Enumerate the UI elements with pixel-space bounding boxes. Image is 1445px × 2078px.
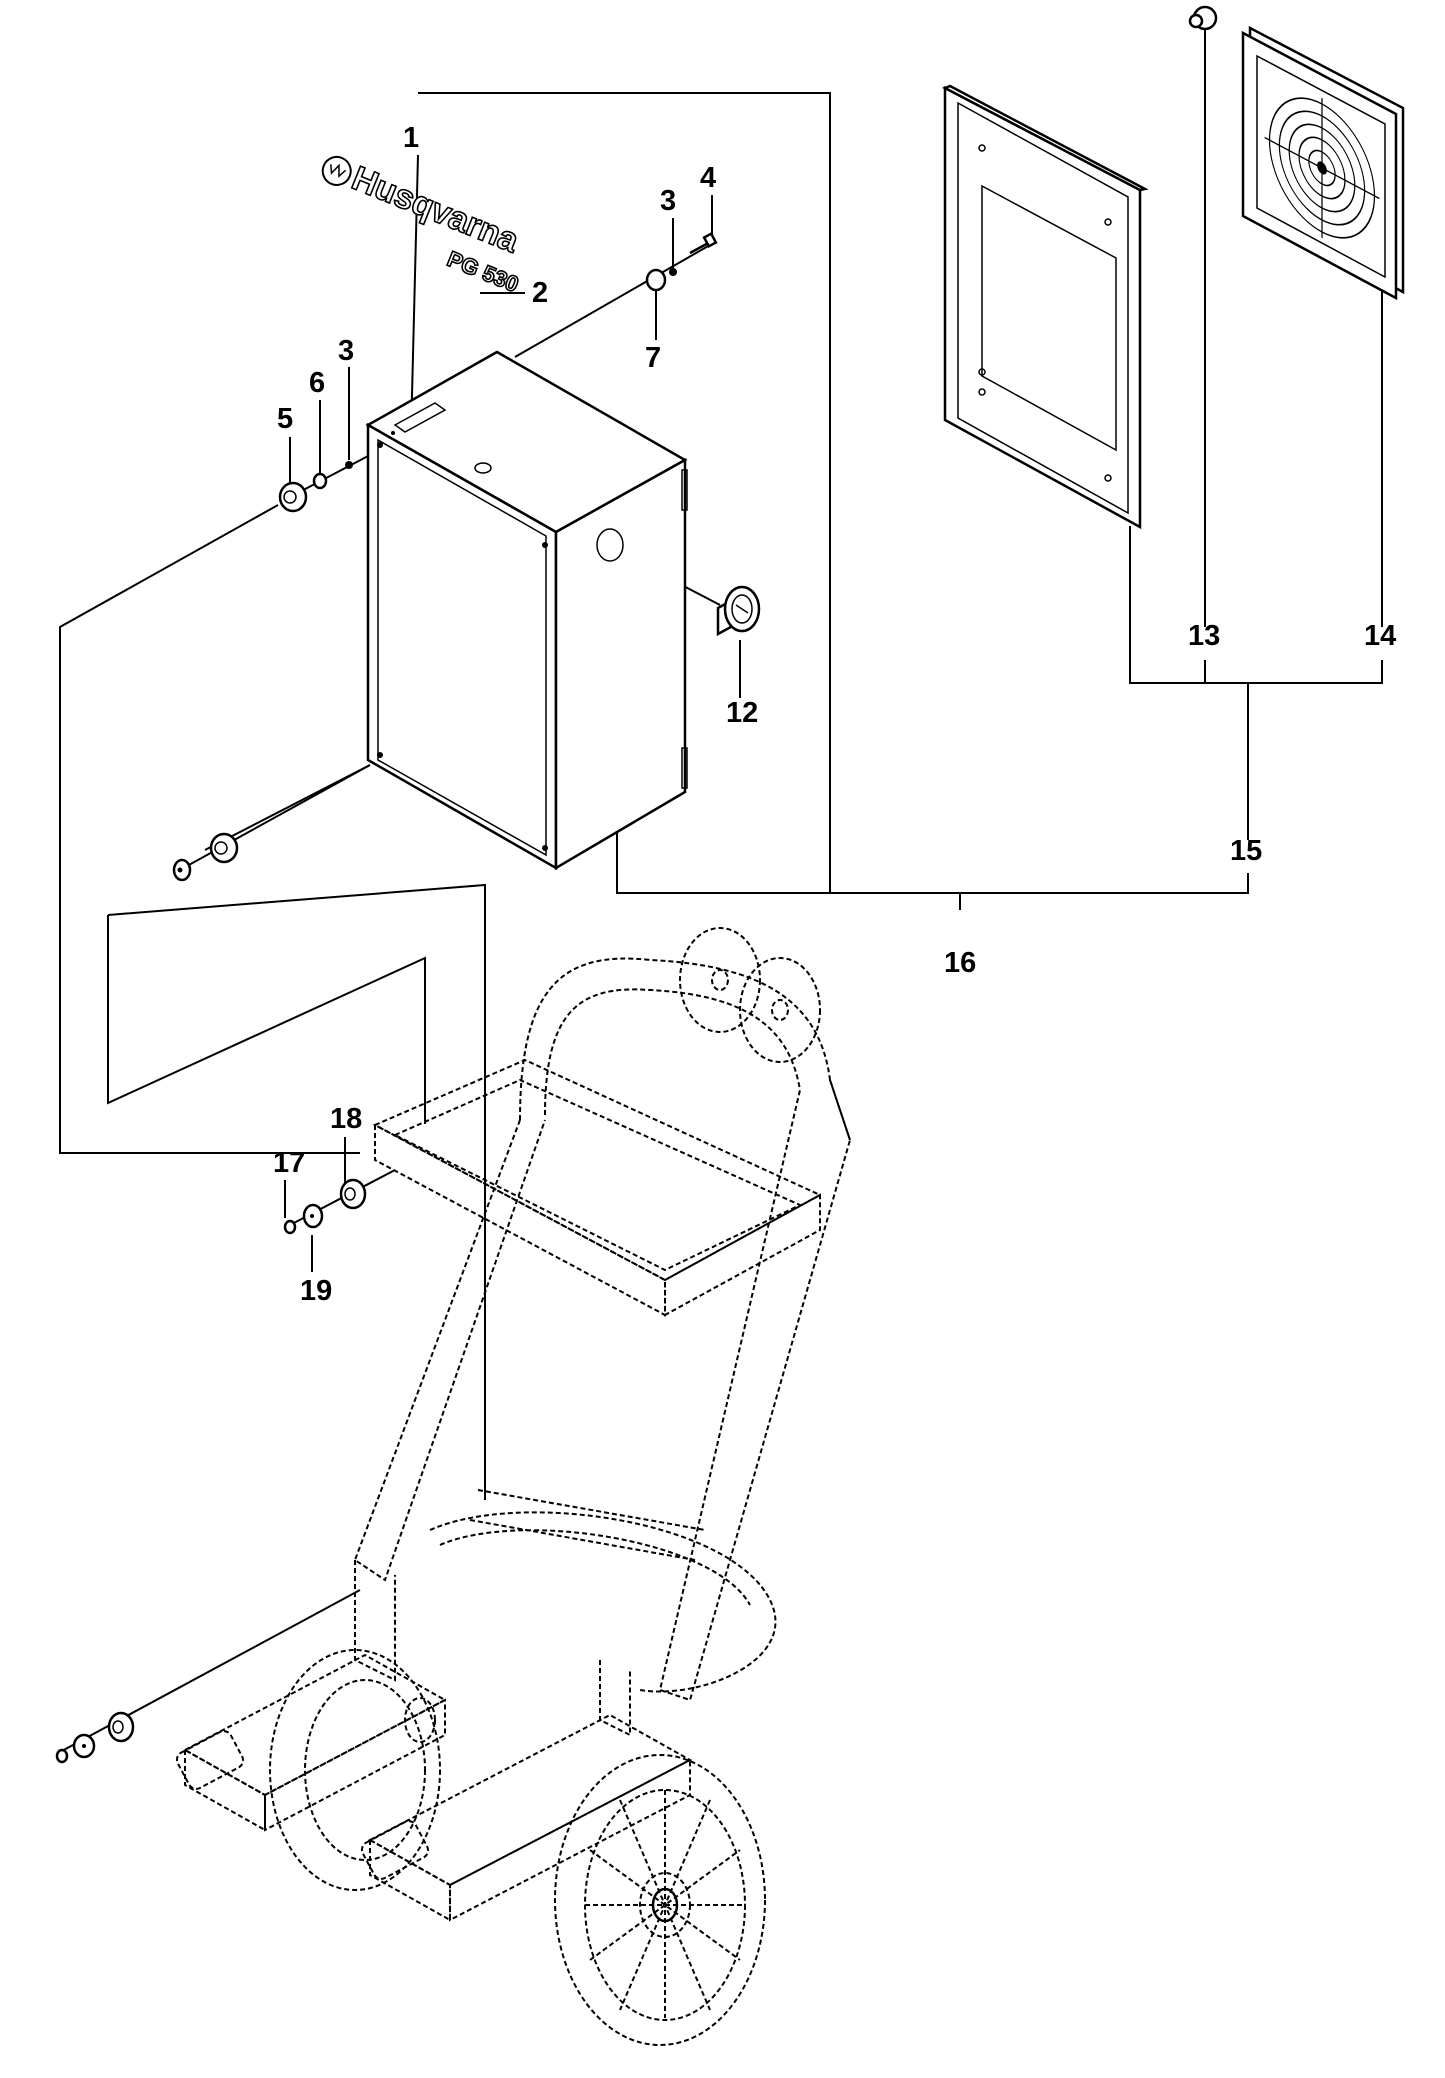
- callout-3-top: 3: [660, 185, 676, 217]
- nut-item-3-left: [345, 461, 353, 469]
- husqvarna-crown-logo: [321, 155, 352, 186]
- panel-frame-item-13: [942, 84, 1149, 530]
- hardware: [55, 5, 1218, 1764]
- husqvarna-decal: Husqvarna PG 530: [321, 155, 526, 298]
- callout-7: 7: [645, 342, 661, 374]
- callout-1: 1: [403, 122, 419, 154]
- bolt-item-4: [689, 232, 718, 255]
- callout-6: 6: [309, 367, 325, 399]
- cap-item-12: [716, 585, 761, 637]
- callout-18: 18: [330, 1103, 362, 1135]
- nut-item-17: [283, 1219, 297, 1235]
- trolley-cart: [175, 927, 852, 2046]
- brand-name: Husqvarna: [347, 159, 525, 260]
- grille-rings: [1264, 97, 1380, 239]
- fan-grille-item-14: [1241, 25, 1405, 301]
- callout-19: 19: [300, 1275, 332, 1307]
- callout-2: 2: [532, 277, 548, 309]
- saw-blades: [679, 927, 821, 1063]
- control-box-enclosure: [365, 350, 688, 871]
- callout-16: 16: [944, 947, 976, 979]
- callout-4: 4: [700, 162, 716, 194]
- washer-item-6: [312, 472, 328, 490]
- grommet-item-5: [278, 481, 308, 513]
- grommet-item-18: [339, 1178, 367, 1210]
- washer-item-7: [645, 268, 667, 292]
- callout-12: 12: [726, 697, 758, 729]
- callout-17: 17: [273, 1147, 305, 1179]
- nut-item-3-top: [669, 268, 677, 276]
- callout-3-left: 3: [338, 335, 354, 367]
- clip-item-13: [1188, 5, 1218, 31]
- front-wheel: [554, 1754, 766, 2046]
- leader-lines: [59, 25, 1383, 1753]
- callout-15: 15: [1230, 835, 1262, 867]
- callout-14: 14: [1364, 620, 1396, 652]
- callout-5: 5: [277, 403, 293, 435]
